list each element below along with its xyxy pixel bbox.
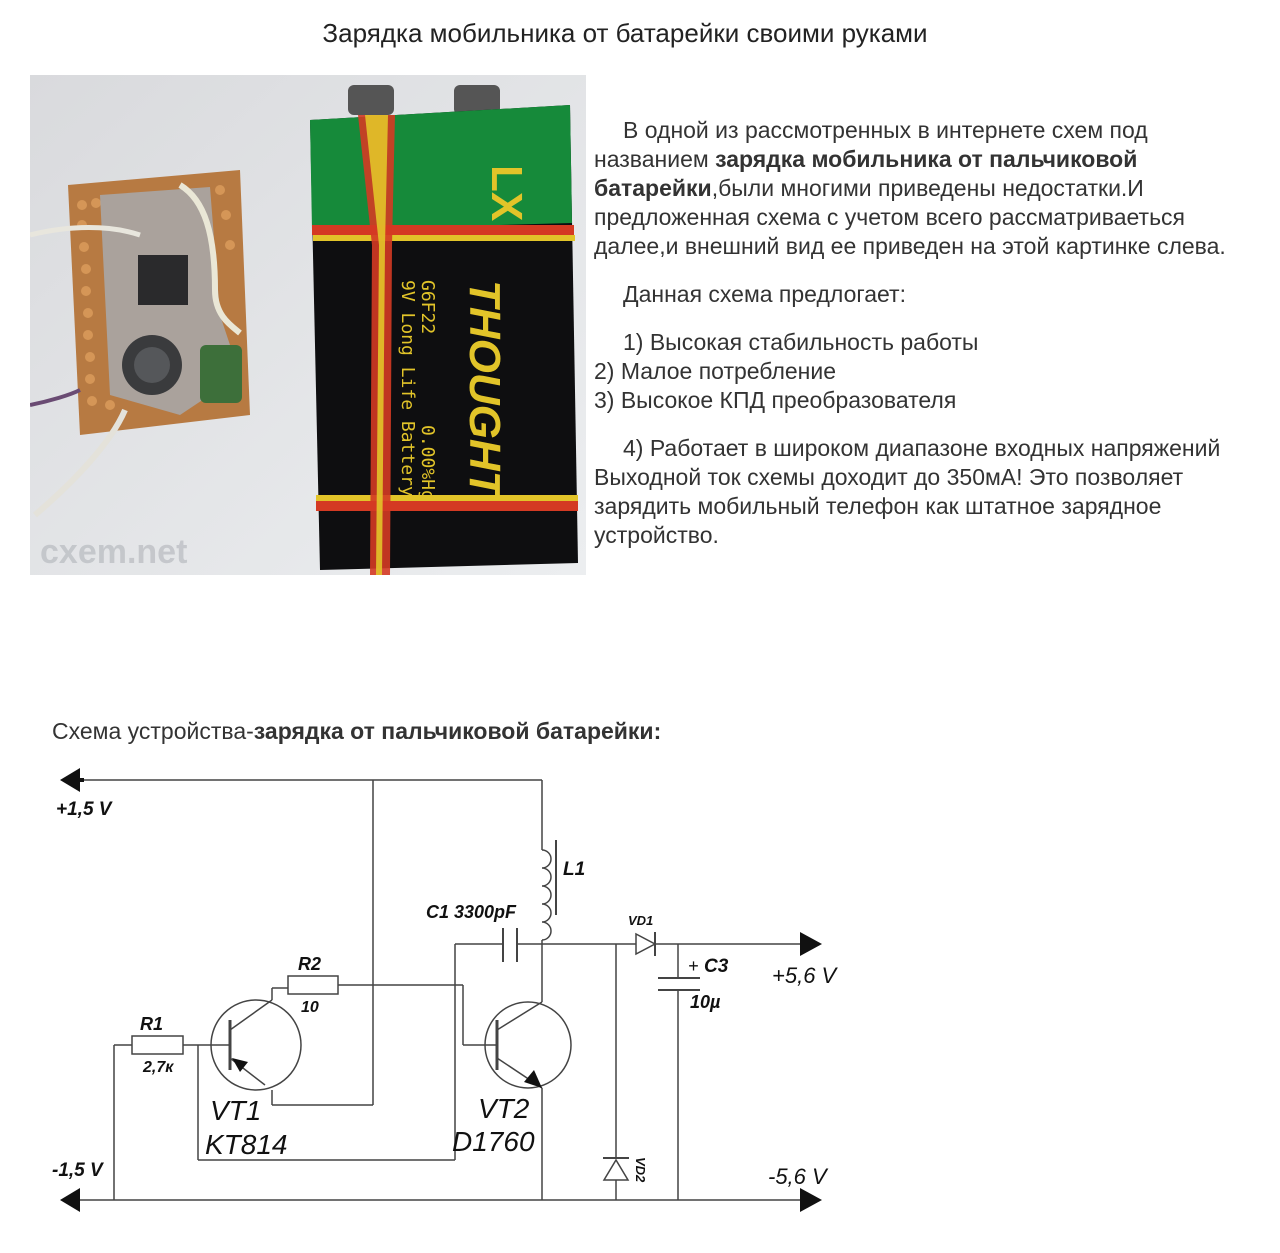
label-vt2-part: D1760	[452, 1126, 535, 1157]
feature-item-4: 4) Работает в широком диапазоне входных …	[623, 435, 1221, 461]
label-vd1: VD1	[628, 913, 653, 928]
transistor-vt1	[210, 988, 302, 1105]
label-l1: L1	[563, 859, 585, 880]
label-c3-value: 10µ	[690, 992, 721, 1012]
resistor-r2	[287, 975, 339, 995]
label-r1-value: 2,7к	[142, 1059, 174, 1076]
label-c1: C1 3300pF	[426, 902, 517, 922]
transistor-vt2	[484, 1001, 572, 1089]
article-paragraph-1: В одной из рассмотренных в интернете схе…	[594, 117, 1226, 259]
battery: LX THOUGHT G6F22 0.00%Hg 9V Long Life Ba…	[310, 85, 578, 575]
page-title: Зарядка мобильника от батарейки своими р…	[322, 18, 928, 48]
label-r2-value: 10	[301, 999, 319, 1016]
label-vin-minus: -1,5 V	[52, 1160, 104, 1181]
schematic-caption: Схема устройства-зарядка от пальчиковой …	[52, 718, 662, 744]
battery-logo: LX	[482, 165, 531, 221]
label-vt2: VT2	[478, 1093, 530, 1124]
article-paragraph-4: Выходной ток схемы доходит до 350мА! Это…	[594, 464, 1184, 548]
label-c3-plus: +	[688, 956, 699, 976]
battery-desc: 9V Long Life Battery	[397, 280, 418, 497]
label-vin-plus: +1,5 V	[56, 799, 113, 820]
label-c3: C3	[704, 956, 729, 977]
label-vd2: VD2	[633, 1157, 648, 1183]
label-r1: R1	[140, 1014, 163, 1034]
article-text: В одной из рассмотренных в интернете схе…	[594, 116, 1234, 569]
label-vt1: VT1	[210, 1095, 261, 1126]
label-vout-plus: +5,6 V	[772, 963, 839, 988]
circuit-schematic: +1,5 V -1,5 V +5,6 V -5,6 V L1 C1 3300pF…	[52, 768, 839, 1212]
resistor-r1	[131, 1035, 184, 1055]
watermark: cxem.net	[40, 533, 187, 571]
battery-brand: THOUGHT	[460, 280, 509, 501]
label-vt1-part: KT814	[205, 1129, 288, 1160]
label-r2: R2	[298, 954, 321, 974]
battery-mercury: 0.00%Hg	[417, 425, 438, 501]
battery-model: G6F22	[417, 280, 438, 334]
device-photo: cxem.net LX THOUGHT G6F22 0.00%Hg 9V Lon…	[30, 75, 586, 575]
label-vout-minus: -5,6 V	[768, 1164, 829, 1189]
article-paragraph-2: Данная схема предлогает:	[623, 281, 906, 307]
circuit-board	[30, 170, 250, 518]
